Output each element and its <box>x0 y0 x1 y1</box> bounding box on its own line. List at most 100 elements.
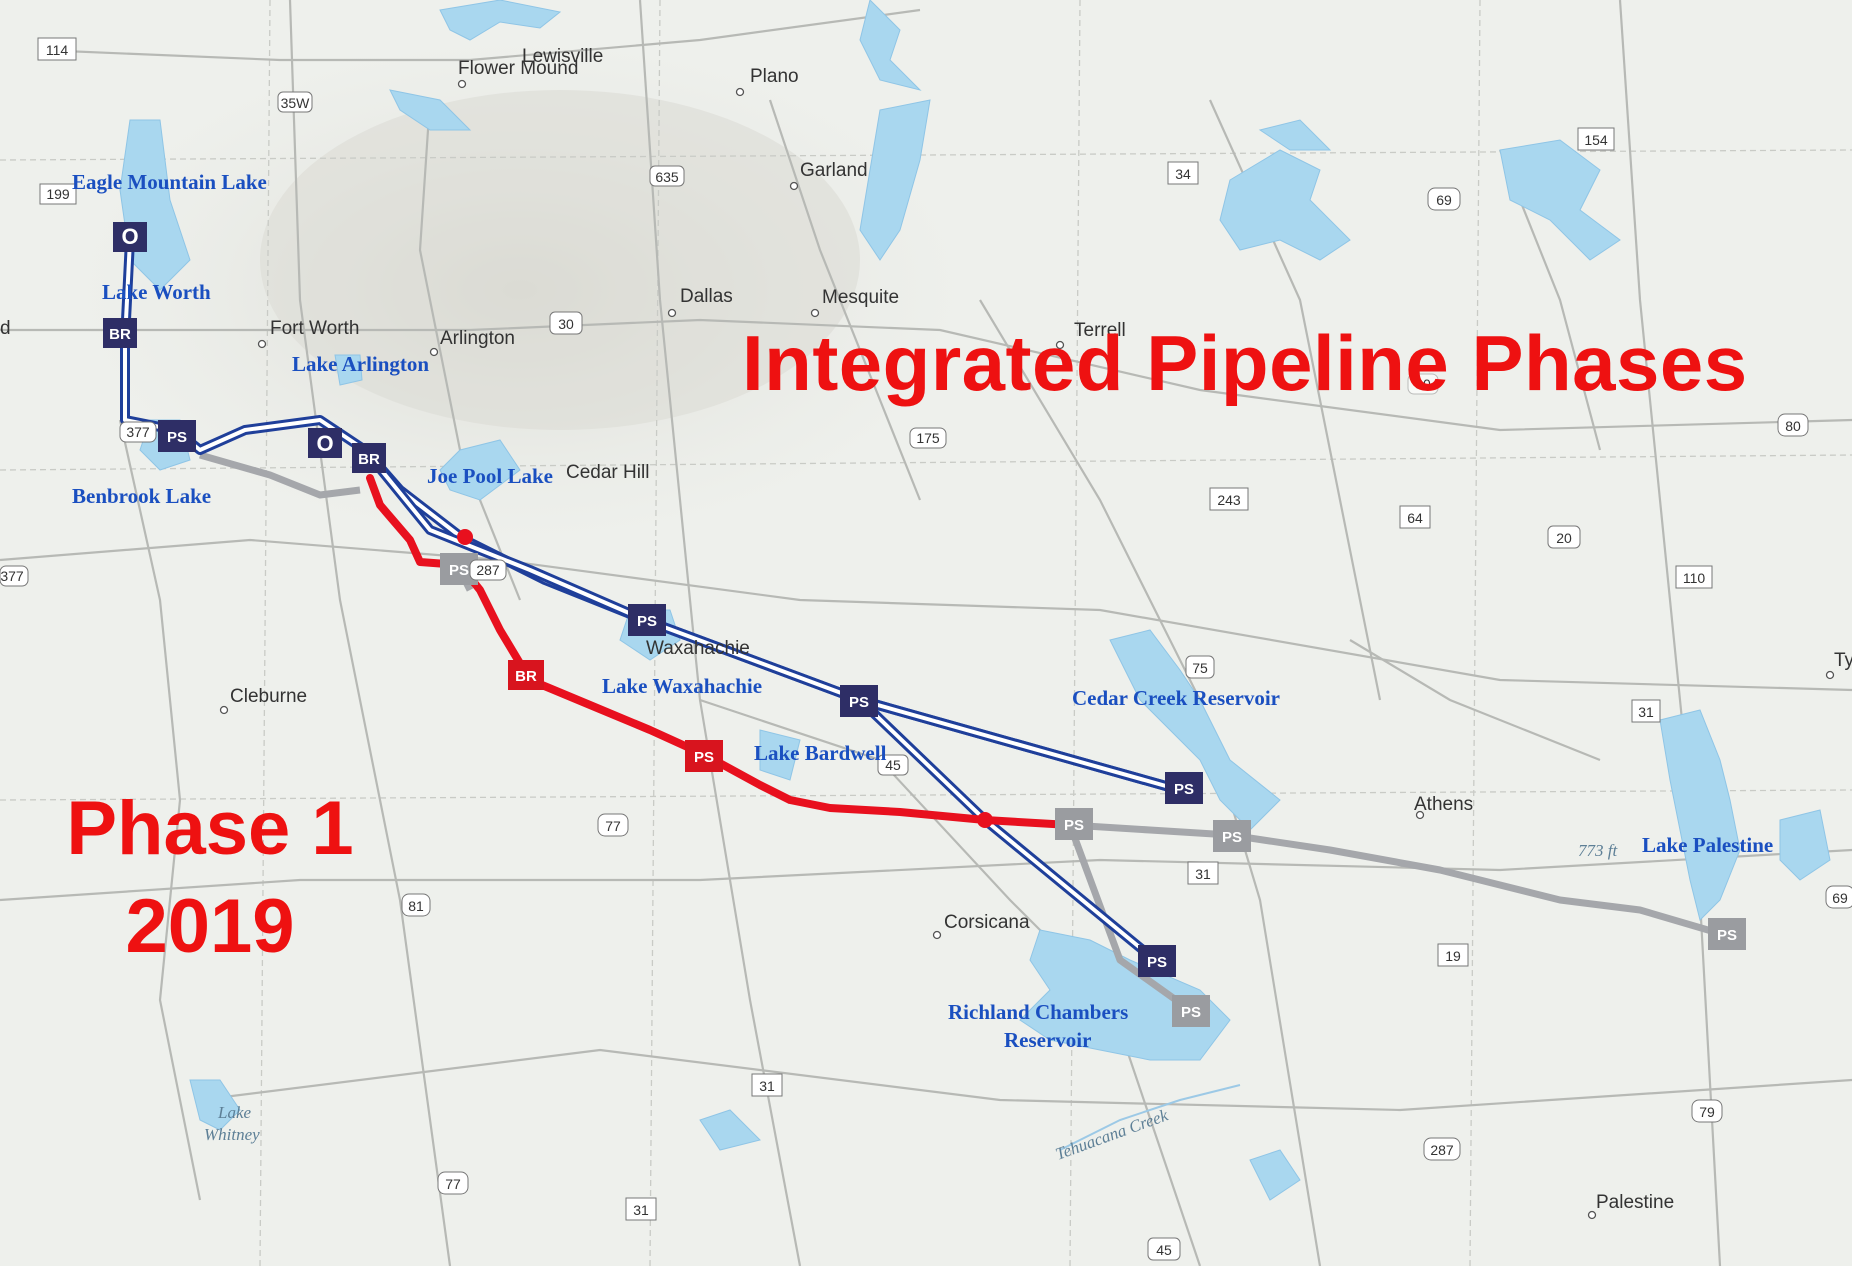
elevation-label: 773 ft <box>1578 841 1618 860</box>
highway-shield-114: 114 <box>37 37 77 61</box>
city-dot-cleburne <box>219 705 229 715</box>
dfw-urban-core <box>260 90 860 430</box>
svg-text:34: 34 <box>1175 166 1191 182</box>
city-labels: Lewisville Flower Mound Plano Garland Da… <box>0 46 1852 1213</box>
facility-ps-cedarcreek-future[interactable]: PS <box>1213 820 1251 852</box>
city-dot-athens <box>1415 810 1425 820</box>
city-dots <box>219 79 1835 1220</box>
svg-text:77: 77 <box>605 818 621 834</box>
svg-text:PS: PS <box>1147 954 1167 971</box>
facility-ps-richland[interactable]: PS <box>1138 945 1176 977</box>
facility-ps-cedarcreek[interactable]: PS <box>1165 772 1203 804</box>
svg-text:635: 635 <box>655 169 679 185</box>
highway-shield-69-north: 69 <box>1427 187 1461 211</box>
svg-text:287: 287 <box>1430 1142 1454 1158</box>
svg-text:377: 377 <box>126 424 150 440</box>
water-label-whitney-line2: Whitney <box>204 1125 260 1144</box>
svg-text:114: 114 <box>46 42 69 58</box>
phase-1-junction-joepool <box>457 529 473 545</box>
highway-shield-31-south: 31 <box>751 1073 783 1097</box>
svg-text:80: 80 <box>1415 376 1431 392</box>
facility-br-worth[interactable]: BR <box>103 318 137 348</box>
facility-ps-waxahachie[interactable]: PS <box>628 604 666 636</box>
highway-shield-20: 20 <box>1547 525 1581 549</box>
svg-text:199: 199 <box>46 186 70 202</box>
svg-text:80: 80 <box>1785 418 1801 434</box>
lake-label-richland-line2: Reservoir <box>1004 1028 1091 1052</box>
city-label-dallas: Dallas <box>680 286 733 307</box>
lake-label-waxahachie: Lake Waxahachie <box>602 674 762 698</box>
highway-shield-199: 199 <box>39 183 77 205</box>
facility-br-phase1[interactable]: BR <box>508 660 544 690</box>
facility-ps-ennis[interactable]: PS <box>840 685 878 717</box>
svg-text:PS: PS <box>449 562 469 579</box>
city-label-lewisville: Lewisville <box>522 46 603 67</box>
facility-ps-benbrook[interactable]: PS <box>158 420 196 452</box>
svg-text:69: 69 <box>1832 890 1848 906</box>
svg-text:31: 31 <box>1638 704 1654 720</box>
city-label-mesquite: Mesquite <box>822 287 899 308</box>
highway-shield-45-south: 45 <box>1147 1237 1181 1261</box>
highway-shield-75: 75 <box>1185 655 1215 679</box>
lake-label-richland-line1: Richland Chambers <box>948 1000 1128 1024</box>
svg-text:77: 77 <box>445 1176 461 1192</box>
highway-shield-31-corsicana: 31 <box>1187 861 1219 885</box>
highway-shield-34: 34 <box>1167 161 1199 185</box>
svg-text:PS: PS <box>1064 817 1084 834</box>
svg-text:31: 31 <box>759 1078 775 1094</box>
lake-label-palestine: Lake Palestine <box>1642 833 1773 857</box>
city-dot-mesquite <box>810 308 820 318</box>
svg-text:O: O <box>121 224 138 249</box>
city-dot-fort-worth <box>257 339 267 349</box>
future-pipelines <box>199 451 1726 1013</box>
facility-o-eagle[interactable]: O <box>113 222 147 252</box>
svg-text:243: 243 <box>1217 492 1241 508</box>
highway-shield-175: 175 <box>909 427 947 449</box>
phase-1-pipeline <box>366 474 1074 829</box>
city-label-athens: Athens <box>1414 794 1473 815</box>
facility-o-arlington[interactable]: O <box>308 428 342 458</box>
phase-label: Phase 1 2019 <box>40 780 380 976</box>
svg-text:45: 45 <box>885 757 901 773</box>
lake-label-eagle-mountain: Eagle Mountain Lake <box>72 170 267 194</box>
svg-text:BR: BR <box>109 326 131 343</box>
city-dot-palestine <box>1587 1210 1597 1220</box>
highway-shield-45-north: 45 <box>877 754 909 776</box>
facility-ps-palestine[interactable]: PS <box>1708 918 1746 950</box>
facility-markers: O BR PS O BR PS PS BR <box>103 222 1746 1027</box>
facility-ps-richland-future[interactable]: PS <box>1172 995 1210 1027</box>
lake-label-lake-worth: Lake Worth <box>102 280 211 304</box>
highway-shield-31-southwest: 31 <box>625 1197 657 1221</box>
city-dot-terrell <box>1055 340 1065 350</box>
highway-shield-64: 64 <box>1399 505 1431 529</box>
lake-label-benbrook: Benbrook Lake <box>72 484 211 508</box>
svg-text:377: 377 <box>0 568 24 584</box>
city-label-arlington: Arlington <box>440 328 515 349</box>
facility-ps-phase1[interactable]: PS <box>685 740 723 772</box>
highway-shield-635: 635 <box>649 165 685 187</box>
highway-shield-31-east: 31 <box>1631 699 1661 723</box>
phase-1-junction-ennis <box>977 812 993 828</box>
phase-year: 2019 <box>125 884 295 969</box>
city-dot-tyler <box>1825 670 1835 680</box>
svg-text:30: 30 <box>558 316 574 332</box>
facility-ps-junction[interactable]: PS <box>1055 808 1093 840</box>
svg-text:PS: PS <box>849 694 869 711</box>
city-label-terrell: Terrell <box>1074 320 1126 341</box>
lake-label-lake-arlington: Lake Arlington <box>292 352 429 376</box>
highway-shield-287-south: 287 <box>1423 1137 1461 1161</box>
highway-shield-80-west: 80 <box>1407 373 1439 395</box>
city-label-cedar-hill: Cedar Hill <box>566 462 649 483</box>
svg-text:BR: BR <box>358 451 380 468</box>
svg-text:175: 175 <box>916 430 940 446</box>
tehuacana-creek <box>1059 1084 1241 1151</box>
city-label-corsicana: Corsicana <box>944 912 1030 933</box>
city-label-waxahachie: Waxahachie <box>646 638 750 659</box>
water-label-whitney-line1: Lake <box>217 1103 252 1122</box>
svg-text:PS: PS <box>167 429 187 446</box>
svg-text:75: 75 <box>1192 660 1208 676</box>
highway-shield-77-south: 77 <box>437 1171 469 1195</box>
facility-br-arlington[interactable]: BR <box>352 443 386 473</box>
highway-shield-243: 243 <box>1209 487 1249 511</box>
